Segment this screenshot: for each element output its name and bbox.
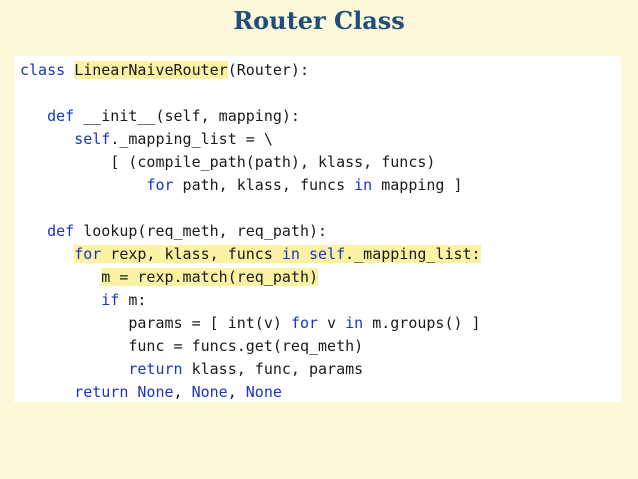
code-token: m.groups() ] (363, 314, 481, 332)
code-indent (20, 337, 128, 355)
code-keyword: in (281, 245, 300, 263)
code-keyword: None (245, 383, 282, 401)
code-line: def lookup(req_meth, req_path): (20, 220, 481, 243)
code-keyword: return (74, 383, 129, 401)
code-content: return None, None, None (74, 383, 282, 401)
code-indent (20, 107, 47, 125)
code-keyword: for (146, 176, 174, 194)
code-line: m = rexp.match(req_path) (20, 266, 481, 289)
code-token: ._mapping_list: (345, 245, 481, 263)
code-keyword: in (354, 176, 373, 194)
code-line (20, 82, 481, 105)
code-keyword: class (20, 61, 66, 79)
code-content: func = funcs.get(req_meth) (128, 337, 363, 355)
code-token: m = rexp.match(req_path) (101, 268, 319, 286)
code-token: m: (119, 291, 147, 309)
code-token: func = funcs.get(req_meth) (128, 337, 364, 355)
code-content: for path, klass, funcs in mapping ] (146, 176, 462, 194)
code-line: def __init__(self, mapping): (20, 105, 481, 128)
code-token: __init__(self, mapping): (74, 107, 300, 125)
code-keyword: for (290, 314, 319, 332)
code-keyword: for (74, 245, 102, 263)
code-line: self._mapping_list = \ (20, 128, 481, 151)
code-indent (20, 314, 128, 332)
code-indent (20, 222, 47, 240)
code-content: class LinearNaiveRouter(Router): (20, 61, 309, 79)
code-token: (Router): (227, 61, 309, 79)
code-content: [ (compile_path(path), klass, funcs) (110, 153, 435, 171)
code-content: def lookup(req_meth, req_path): (47, 222, 327, 240)
code-line (20, 197, 481, 220)
code-indent (20, 383, 74, 401)
code-indent (20, 176, 146, 194)
code-line: [ (compile_path(path), klass, funcs) (20, 151, 481, 174)
code-token (65, 61, 74, 79)
code-keyword: None (191, 383, 228, 401)
code-block: class LinearNaiveRouter(Router): def __i… (14, 56, 621, 402)
code-indent (20, 268, 101, 286)
code-token: klass, func, params (182, 360, 364, 378)
code-indent (20, 153, 110, 171)
code-token: path, klass, funcs (173, 176, 355, 194)
code-line: for rexp, klass, funcs in self._mapping_… (20, 243, 481, 266)
slide-title: Router Class (233, 6, 405, 35)
highlighted-code: m = rexp.match(req_path) (101, 268, 319, 286)
code-indent (20, 360, 128, 378)
code-token: params = [ int(v) (128, 314, 291, 332)
code-token: , (227, 383, 246, 401)
code-line: class LinearNaiveRouter(Router): (20, 59, 481, 82)
code-line: func = funcs.get(req_meth) (20, 335, 481, 358)
code-content: if m: (101, 291, 146, 309)
code-indent (20, 130, 74, 148)
code-content: return klass, func, params (128, 360, 363, 378)
code-line: params = [ int(v) for v in m.groups() ] (20, 312, 480, 335)
code-keyword: def (47, 222, 75, 240)
code-indent (20, 291, 101, 309)
code-token: lookup(req_meth, req_path): (74, 222, 328, 240)
code-keyword: None (137, 383, 174, 401)
code-token: v (318, 314, 346, 332)
code-keyword: self (74, 130, 111, 148)
code-token: rexp, klass, funcs (101, 245, 282, 263)
code-line: return klass, func, params (20, 358, 481, 381)
code-line: if m: (20, 289, 481, 312)
code-token: ._mapping_list = \ (110, 130, 273, 148)
code-line: return None, None, None (20, 381, 481, 404)
code-listing: class LinearNaiveRouter(Router): def __i… (20, 59, 481, 404)
code-token (300, 245, 309, 263)
code-content: def __init__(self, mapping): (47, 107, 300, 125)
code-keyword: in (345, 314, 364, 332)
code-content: params = [ int(v) for v in m.groups() ] (128, 314, 480, 332)
highlighted-identifier: LinearNaiveRouter (74, 61, 228, 79)
code-line: for path, klass, funcs in mapping ] (20, 174, 481, 197)
code-indent (20, 245, 74, 263)
code-keyword: self (309, 245, 346, 263)
highlighted-code: for rexp, klass, funcs in self._mapping_… (74, 245, 481, 263)
code-keyword: if (101, 291, 120, 309)
code-keyword: def (47, 107, 75, 125)
code-token: , (173, 383, 192, 401)
code-token: mapping ] (372, 176, 463, 194)
code-token: [ (compile_path(path), klass, funcs) (110, 153, 436, 171)
code-content: self._mapping_list = \ (74, 130, 273, 148)
code-keyword: return (128, 360, 183, 378)
